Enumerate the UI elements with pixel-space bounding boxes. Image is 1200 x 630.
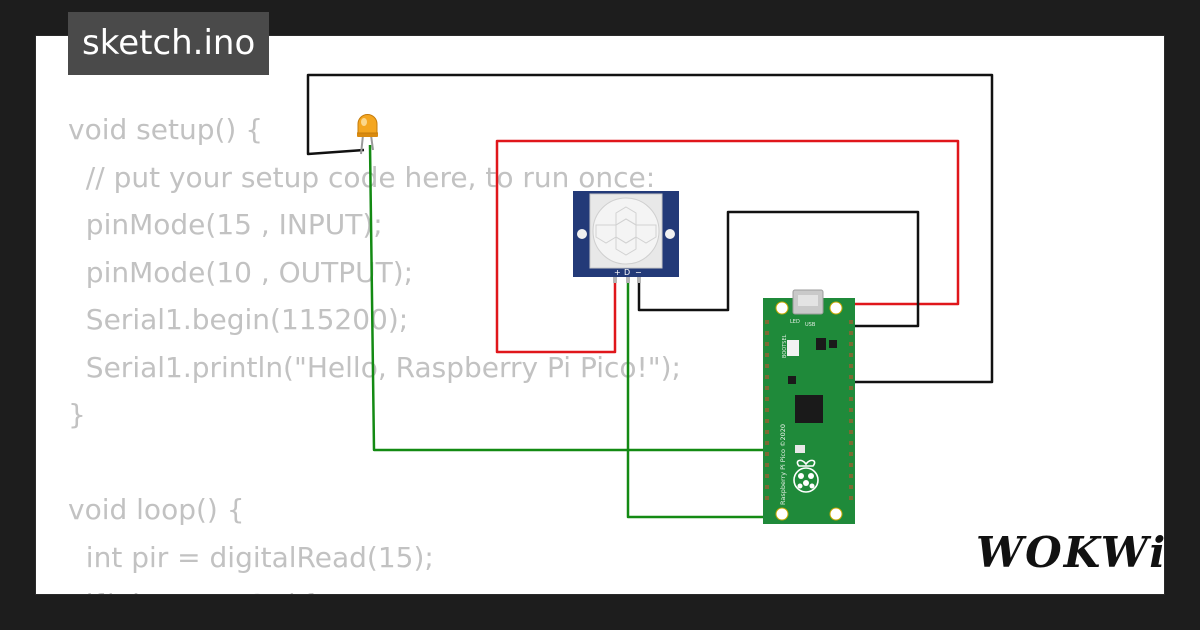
code-line: void loop() { (68, 493, 245, 526)
led-highlight (361, 118, 367, 126)
wokwi-logo-text: WOKWi (976, 528, 1168, 577)
pico-small-chip-1 (816, 338, 826, 350)
pir-pin-vcc (613, 277, 617, 283)
pir-pin-label-gnd: − (635, 268, 642, 277)
code-line: pinMode(15 , INPUT); (68, 208, 383, 241)
pico-usb-label: USB (805, 322, 816, 328)
led-cathode-leg (360, 134, 364, 155)
pir-fresnel-pattern (595, 206, 657, 256)
code-line: if(pir == HIGH){ (68, 581, 681, 594)
wire-green-pir-signal (626, 280, 770, 519)
pir-pin-gnd (637, 277, 641, 283)
pico-crystal (788, 376, 796, 384)
pir-dome (592, 197, 660, 265)
code-line: // put your setup code here, to run once… (68, 160, 656, 194)
led-bulb (357, 114, 378, 134)
wire-black-pir-gnd (637, 210, 920, 328)
pir-mount-hole-right (665, 229, 675, 239)
pico-led-label: LED (790, 319, 800, 325)
led-anode-leg (370, 134, 374, 151)
file-tab-sketch-ino[interactable]: sketch.ino (68, 12, 270, 75)
wire-black-led-to-gnd (306, 73, 994, 384)
code-line: } (68, 398, 86, 431)
pico-bootsel-label: BOOTSEL (782, 334, 788, 358)
wire-red-vcc (495, 139, 960, 354)
wokwi-logo: WOKWi (976, 528, 1165, 578)
pir-pin-data (626, 277, 630, 283)
wires (306, 73, 994, 519)
code-line: pinMode(10 , OUTPUT); (68, 255, 414, 289)
code-line: void setup() { (68, 113, 264, 146)
screenshot-card: void setup() { // put your setup code he… (36, 36, 1164, 594)
bootsel-button (787, 340, 799, 356)
code-line: Serial1.begin(115200); (68, 303, 409, 336)
rp2040-chip (795, 395, 823, 423)
pico-small-chip-2 (829, 340, 837, 348)
file-tab-label: sketch.ino (82, 23, 256, 63)
pico-board-label: Raspberry Pi Pico ©2020 (779, 424, 787, 505)
pico-test-pad (795, 445, 805, 453)
wire-green-led-signal (368, 144, 770, 452)
pir-pin-label-vcc: + (614, 268, 621, 277)
code-line: int pir = digitalRead(15); (68, 540, 434, 574)
pico-left-pins (765, 320, 769, 500)
pico-board[interactable]: LED USB BOOTSEL Raspberry Pi Pico ©2020 (763, 289, 855, 524)
raspberry-logo-icon (793, 459, 819, 493)
pico-corner-holes (775, 301, 843, 521)
pir-mount-hole-left (577, 229, 587, 239)
usb-port-opening (798, 295, 818, 306)
code-line: Serial1.println("Hello, Raspberry Pi Pic… (68, 350, 681, 384)
pir-sensor[interactable]: + D − (573, 191, 679, 283)
code-editor[interactable]: void setup() { // put your setup code he… (68, 106, 681, 594)
pico-right-pins (849, 320, 853, 500)
led-component[interactable] (357, 114, 378, 155)
pir-pin-label-data: D (624, 268, 630, 277)
